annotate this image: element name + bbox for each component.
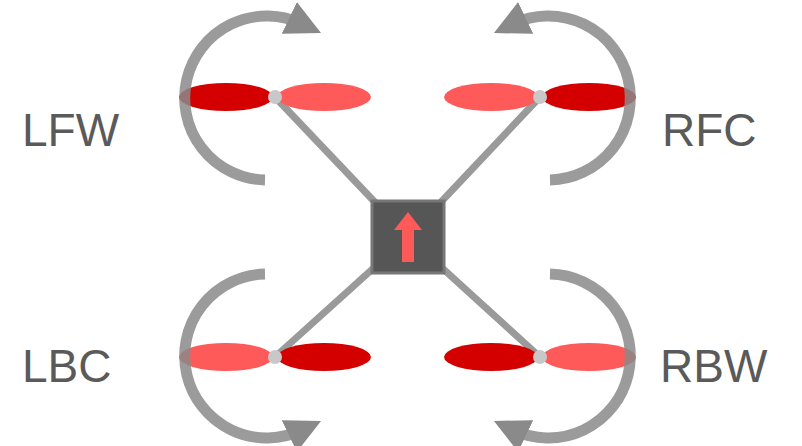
motor-hub bbox=[268, 90, 282, 104]
heading-arrow bbox=[394, 212, 422, 262]
rotation-arrows bbox=[185, 16, 631, 438]
frame-arms bbox=[275, 97, 540, 357]
blade-light bbox=[542, 343, 636, 371]
blade-light bbox=[444, 83, 538, 111]
blade-dark bbox=[444, 343, 538, 371]
motor-hub bbox=[533, 350, 547, 364]
blade-dark bbox=[179, 83, 273, 111]
motor-hub bbox=[268, 350, 282, 364]
blade-dark bbox=[542, 83, 636, 111]
blade-light bbox=[179, 343, 273, 371]
rotation-arrow-cw bbox=[185, 16, 302, 180]
motor-label: RBW bbox=[660, 343, 767, 389]
rotation-arrow-ccw bbox=[513, 16, 630, 180]
propeller bbox=[179, 83, 371, 111]
blade-dark bbox=[277, 343, 371, 371]
motor-hub bbox=[533, 90, 547, 104]
rotation-arrow-cw bbox=[513, 274, 630, 438]
motor-label: RFC bbox=[662, 107, 757, 153]
motor-label: LFW bbox=[22, 107, 119, 153]
propeller bbox=[444, 83, 636, 111]
rotation-arrow-ccw bbox=[185, 274, 302, 438]
propeller bbox=[444, 343, 636, 371]
motor-label: LBC bbox=[22, 343, 111, 389]
flight-controller-body bbox=[372, 201, 444, 273]
blade-light bbox=[277, 83, 371, 111]
propeller bbox=[179, 343, 371, 371]
